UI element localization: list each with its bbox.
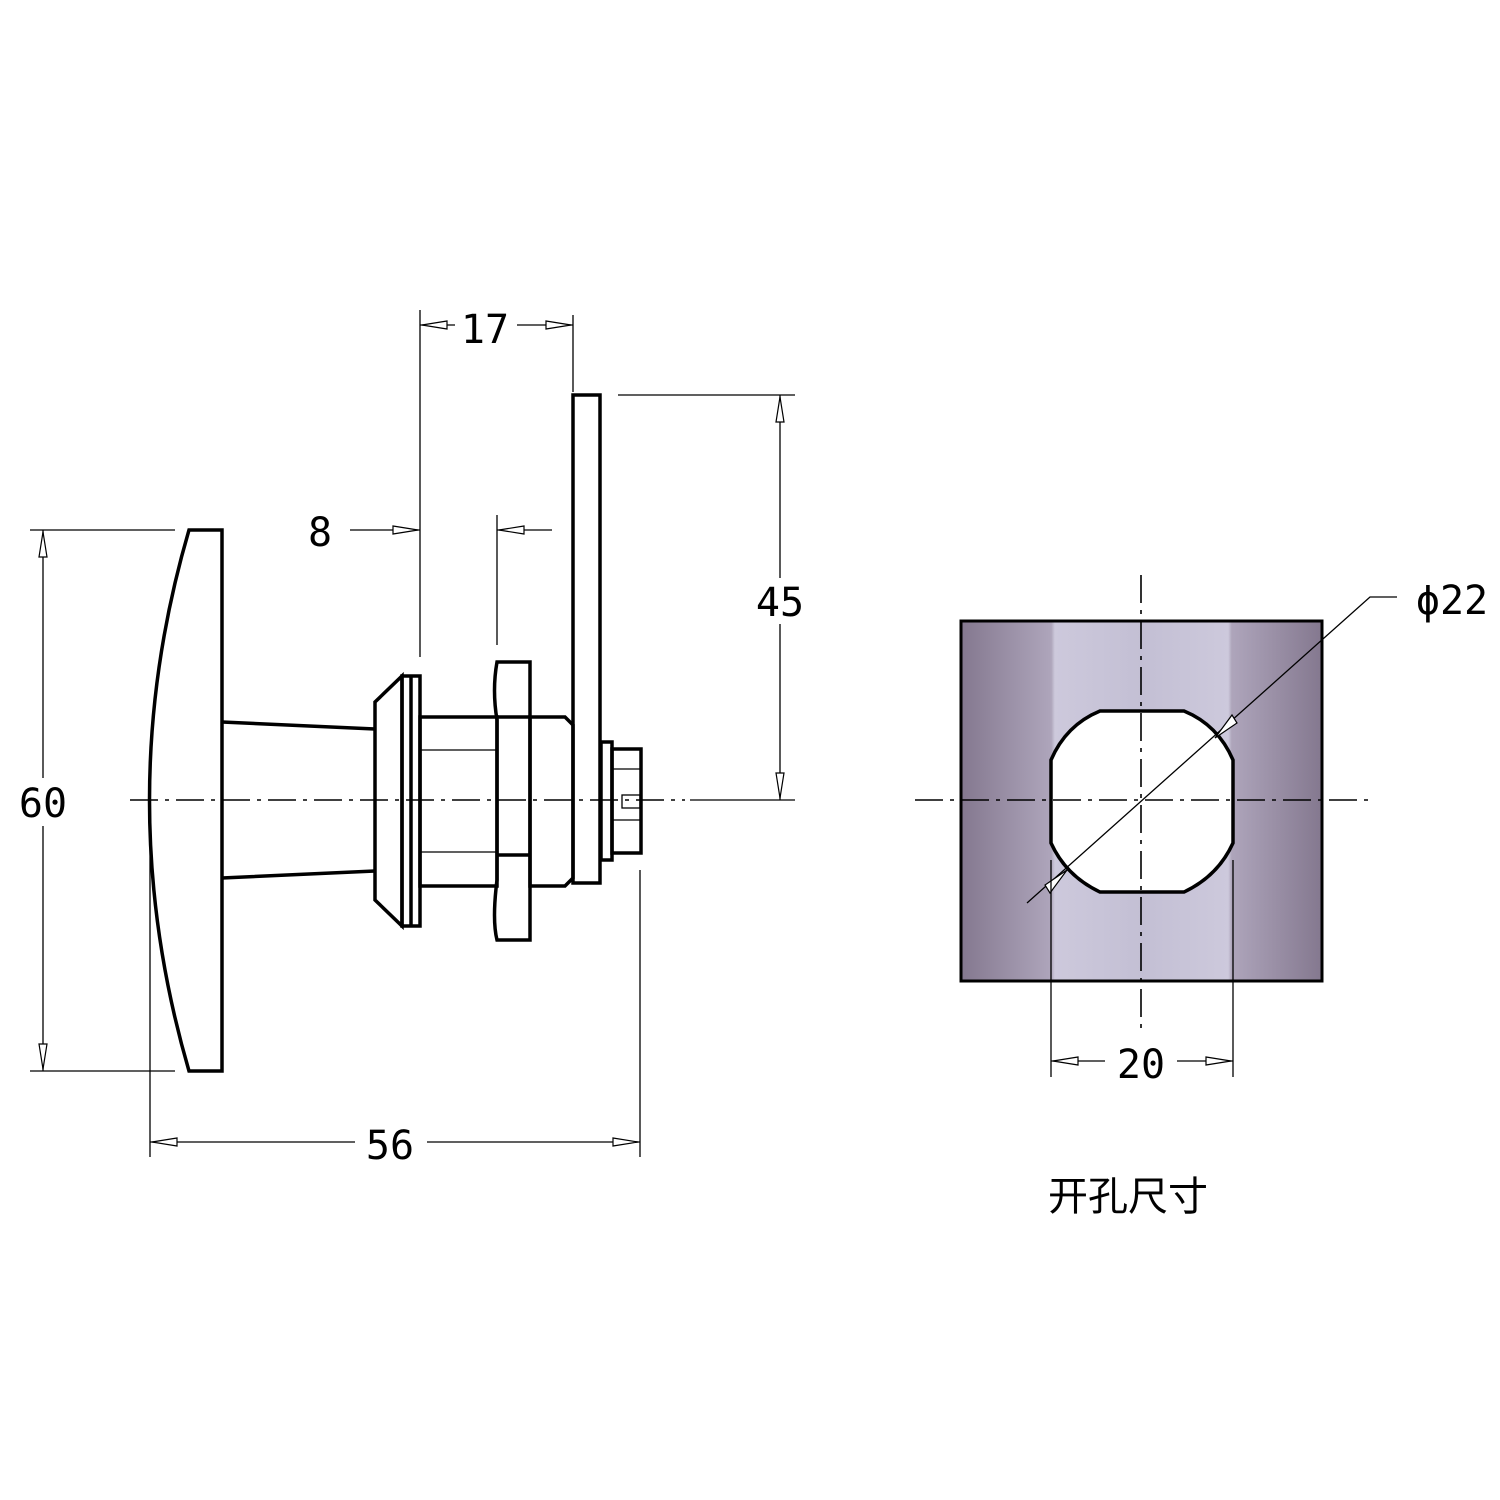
dimension-17: 17 bbox=[419, 305, 574, 657]
side-view: 60 56 17 8 bbox=[15, 305, 812, 1169]
dim-label-20: 20 bbox=[1117, 1042, 1165, 1088]
dim-label-56: 56 bbox=[366, 1123, 414, 1169]
dim-label-diameter: ϕ22 bbox=[1416, 578, 1488, 624]
dimension-56: 56 bbox=[149, 800, 641, 1169]
dimension-diameter-22: ϕ22 bbox=[1026, 578, 1488, 904]
cam-nut bbox=[610, 747, 643, 855]
dim-label-8: 8 bbox=[308, 510, 332, 556]
cutout-caption: 开孔尺寸 bbox=[1048, 1174, 1208, 1220]
dim-label-45: 45 bbox=[756, 580, 804, 626]
dim-label-60: 60 bbox=[19, 781, 67, 827]
dim-label-17: 17 bbox=[461, 307, 509, 353]
hex-nut bbox=[492, 660, 532, 942]
flange bbox=[373, 671, 404, 931]
dimension-60: 60 bbox=[15, 529, 175, 1072]
dimension-45: 45 bbox=[618, 394, 812, 801]
cutout-view: ϕ22 20 开孔尺寸 bbox=[915, 575, 1488, 1220]
dimension-8: 8 bbox=[308, 510, 552, 645]
handle-stem bbox=[221, 720, 376, 880]
lock-body bbox=[418, 715, 499, 888]
screw-slot bbox=[621, 794, 641, 809]
cutout-hole bbox=[1049, 709, 1235, 894]
body-end bbox=[528, 715, 575, 888]
dimension-20: 20 bbox=[1050, 860, 1234, 1088]
cam-plate bbox=[571, 393, 602, 885]
